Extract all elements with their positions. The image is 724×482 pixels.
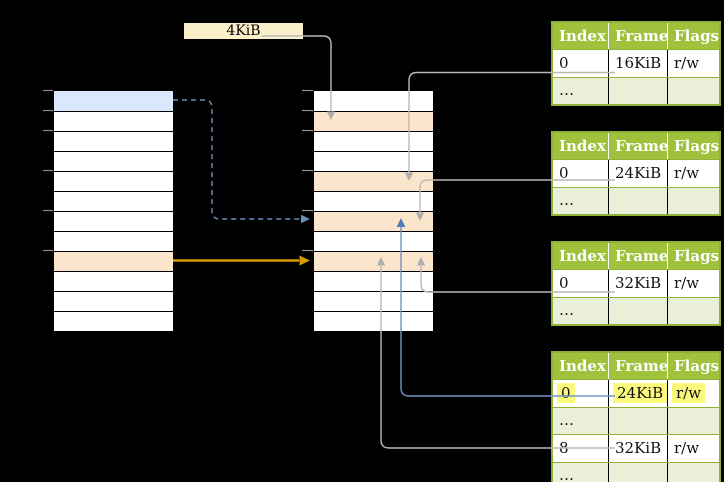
memory-row	[314, 231, 433, 251]
frame-size-label: 4KiB	[184, 23, 303, 39]
table-row-ellipsis: …	[553, 462, 719, 482]
table-row-ellipsis: …	[553, 297, 719, 324]
virtual-page-row-0	[54, 91, 173, 111]
column-header-frame: Frame	[609, 353, 668, 379]
page-table-3: Index Frame Flags 0 32KiB r/w …	[551, 241, 721, 326]
physical-frame-32kib	[314, 251, 433, 271]
flags-cell	[668, 463, 719, 482]
memory-row	[54, 311, 173, 331]
memory-row	[314, 291, 433, 311]
memory-row	[54, 271, 173, 291]
flags-cell: r/w	[674, 439, 700, 457]
flags-cell: r/w	[674, 54, 700, 72]
column-header-flags: Flags	[674, 27, 719, 45]
frame-cell	[609, 463, 668, 482]
memory-row	[314, 131, 433, 151]
frame-cell: 16KiB	[609, 50, 668, 77]
column-header-index: Index	[553, 353, 609, 379]
table-header-row: Index Frame Flags	[553, 133, 719, 159]
frame-cell	[609, 408, 668, 434]
physical-frame-4kib	[314, 111, 433, 131]
memory-row	[54, 211, 173, 231]
memory-row	[314, 151, 433, 171]
flags-cell: r/w	[668, 380, 719, 407]
arrowhead-right-icon	[299, 255, 310, 266]
memory-row	[54, 231, 173, 251]
column-header-frame: Frame	[609, 23, 668, 49]
page-table-2: Index Frame Flags 0 24KiB r/w …	[551, 131, 721, 216]
arrow-virtual-page0-to-frame-24kib	[173, 99, 301, 220]
table-header-row: Index Frame Flags	[553, 353, 719, 379]
highlighted-value: 0	[557, 383, 575, 403]
table-row: 0 24KiB r/w	[553, 159, 719, 187]
memory-row	[54, 171, 173, 191]
column-header-frame: Frame	[609, 243, 668, 269]
memory-row	[54, 131, 173, 151]
table-row: 0 16KiB r/w	[553, 49, 719, 77]
page-table-4: Index Frame Flags 0 24KiB r/w … 8 32KiB …	[551, 351, 721, 482]
virtual-memory-table	[53, 90, 174, 332]
column-header-index: Index	[553, 23, 609, 49]
flags-cell	[668, 78, 719, 104]
arrowhead-right-icon	[301, 214, 310, 224]
table-row-ellipsis: …	[553, 187, 719, 214]
index-cell: 0	[553, 270, 609, 297]
frame-cell: 24KiB	[609, 380, 668, 407]
index-cell: …	[553, 298, 609, 324]
table-row: 8 32KiB r/w	[553, 434, 719, 462]
flags-cell: r/w	[674, 164, 700, 182]
flags-cell	[668, 408, 719, 434]
column-header-frame: Frame	[609, 133, 668, 159]
highlighted-value: r/w	[672, 383, 706, 403]
index-cell: 0	[553, 160, 609, 187]
physical-memory-table	[313, 90, 434, 332]
index-cell: 0	[553, 380, 609, 407]
memory-row	[54, 151, 173, 171]
table-row-highlighted: 0 24KiB r/w	[553, 379, 719, 407]
index-cell: …	[553, 408, 609, 434]
column-header-flags: Flags	[674, 357, 719, 375]
physical-frame-16kib	[314, 171, 433, 191]
table-header-row: Index Frame Flags	[553, 243, 719, 269]
index-cell: …	[553, 78, 609, 104]
index-cell: …	[553, 188, 609, 214]
memory-row	[314, 191, 433, 211]
table-header-row: Index Frame Flags	[553, 23, 719, 49]
memory-row	[314, 311, 433, 331]
column-header-index: Index	[553, 243, 609, 269]
index-cell: 0	[553, 50, 609, 77]
memory-row	[54, 291, 173, 311]
memory-row	[314, 271, 433, 291]
frame-size-label-text: 4KiB	[226, 23, 261, 39]
frame-cell: 32KiB	[609, 270, 668, 297]
frame-cell: 32KiB	[609, 435, 668, 462]
table-row: 0 32KiB r/w	[553, 269, 719, 297]
memory-row	[54, 191, 173, 211]
column-header-flags: Flags	[674, 247, 719, 265]
index-cell: …	[553, 463, 609, 482]
frame-cell	[609, 188, 668, 214]
index-cell: 8	[553, 435, 609, 462]
memory-row	[314, 91, 433, 111]
page-table-1: Index Frame Flags 0 16KiB r/w …	[551, 21, 721, 106]
flags-cell: r/w	[674, 274, 700, 292]
frame-cell	[609, 298, 668, 324]
physical-frame-24kib	[314, 211, 433, 231]
table-row-ellipsis: …	[553, 77, 719, 104]
virtual-page-row-8	[54, 251, 173, 271]
flags-cell	[668, 298, 719, 324]
highlighted-value: 24KiB	[613, 383, 667, 403]
frame-cell	[609, 78, 668, 104]
flags-cell	[668, 188, 719, 214]
frame-cell: 24KiB	[609, 160, 668, 187]
memory-row	[54, 111, 173, 131]
column-header-flags: Flags	[674, 137, 719, 155]
column-header-index: Index	[553, 133, 609, 159]
table-row-ellipsis: …	[553, 407, 719, 434]
